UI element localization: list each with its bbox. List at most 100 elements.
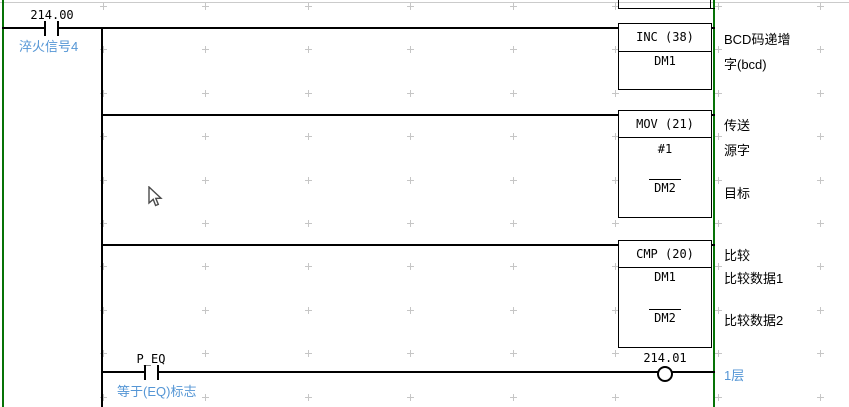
- grid-cross-mark: [714, 307, 722, 314]
- grid-cross-mark: [202, 307, 209, 314]
- grid-cross-mark: [817, 350, 824, 357]
- grid-cross-mark: [407, 263, 414, 270]
- grid-cross-mark: [304, 220, 312, 227]
- grid-cross-mark: [509, 220, 517, 227]
- branch-line: [101, 27, 103, 407]
- rung3-line: [101, 244, 618, 246]
- grid-cross-mark: [612, 394, 619, 401]
- grid-cross-mark: [714, 90, 722, 97]
- grid-cross-mark: [304, 133, 312, 140]
- grid-cross-mark: [509, 263, 517, 270]
- coil-address[interactable]: 214.01: [643, 351, 687, 365]
- grid-cross-mark: [304, 46, 312, 53]
- rung1-line-left: [2, 27, 44, 29]
- grid-cross-mark: [407, 350, 414, 357]
- inc-header[interactable]: INC (38): [619, 24, 711, 52]
- right-bus-bar: [713, 0, 715, 407]
- grid-cross-mark: [714, 263, 722, 270]
- mouse-cursor-icon: [148, 185, 164, 212]
- cmp-comment-line3: 比较数据2: [724, 313, 784, 328]
- grid-cross-mark: [714, 3, 722, 10]
- grid-cross-mark: [407, 3, 414, 10]
- mov-output-stub: [711, 114, 715, 116]
- grid-cross-mark: [304, 263, 312, 270]
- cmp-output-stub: [711, 244, 715, 246]
- inc-comment-line1: BCD码递增: [724, 32, 791, 47]
- grid-cross-mark: [612, 350, 619, 357]
- mov-operand-2[interactable]: DM2: [619, 179, 711, 195]
- grid-cross-mark: [714, 220, 722, 227]
- rung1-line-right: [59, 27, 618, 29]
- grid-cross-mark: [509, 90, 517, 97]
- cmp-comment-line2: 比较数据1: [724, 271, 784, 286]
- inc-operand-1[interactable]: DM1: [654, 54, 676, 68]
- grid-cross-mark: [817, 307, 824, 314]
- output-coil-214-01[interactable]: [657, 366, 673, 382]
- grid-cross-mark: [407, 394, 414, 401]
- inc-instruction-block[interactable]: INC (38) DM1: [618, 23, 712, 90]
- eq-contact-address[interactable]: P_EQ: [136, 352, 166, 366]
- left-bus-bar: [2, 0, 4, 407]
- grid-cross-mark: [407, 90, 414, 97]
- grid-cross-mark: [714, 46, 722, 53]
- previous-block-bottom-edge: [618, 8, 711, 9]
- eq-contact-comment: 等于(EQ)标志: [117, 384, 197, 399]
- grid-cross-mark: [202, 46, 209, 53]
- inc-comment-line2: 字(bcd): [724, 57, 767, 72]
- contact-comment: 淬火信号4: [19, 39, 79, 54]
- grid-cross-mark: [99, 3, 107, 10]
- grid-cross-mark: [202, 350, 209, 357]
- grid-cross-mark: [407, 46, 414, 53]
- top-separator-line: [0, 2, 849, 3]
- grid-cross-mark: [202, 263, 209, 270]
- mov-comment-line1: 传送: [724, 118, 751, 133]
- contact-bar-left: [44, 21, 46, 36]
- grid-cross-mark: [509, 3, 517, 10]
- grid-cross-mark: [817, 46, 824, 53]
- grid-cross-mark: [304, 177, 312, 184]
- cmp-operand-2[interactable]: DM2: [619, 309, 711, 325]
- cmp-header[interactable]: CMP (20): [619, 241, 711, 268]
- grid-cross-mark: [202, 90, 209, 97]
- grid-cross-mark: [714, 177, 722, 184]
- grid-cross-mark: [509, 177, 517, 184]
- grid-cross-mark: [817, 133, 824, 140]
- grid-cross-mark: [612, 90, 619, 97]
- contact-bar-right: [157, 365, 159, 380]
- grid-cross-mark: [407, 220, 414, 227]
- cmp-operand-1[interactable]: DM1: [654, 270, 676, 284]
- mov-comment-line2: 源字: [724, 143, 751, 158]
- grid-cross-mark: [407, 177, 414, 184]
- coil-comment: 1层: [724, 368, 745, 383]
- grid-cross-mark: [714, 394, 722, 401]
- grid-cross-mark: [509, 350, 517, 357]
- grid-cross-mark: [509, 46, 517, 53]
- previous-block-output-stub: [711, 8, 715, 9]
- grid-cross-mark: [817, 394, 824, 401]
- mov-header[interactable]: MOV (21): [619, 111, 711, 138]
- cmp-instruction-block[interactable]: CMP (20) DM1 DM2: [618, 240, 712, 348]
- grid-cross-mark: [304, 307, 312, 314]
- grid-cross-mark: [612, 220, 619, 227]
- grid-cross-mark: [714, 133, 722, 140]
- grid-cross-mark: [304, 350, 312, 357]
- rung4-line-left: [101, 371, 144, 373]
- mov-operand-1[interactable]: #1: [657, 142, 673, 156]
- grid-cross-mark: [509, 133, 517, 140]
- grid-cross-mark: [407, 133, 414, 140]
- inc-output-stub: [711, 27, 715, 29]
- grid-cross-mark: [407, 307, 414, 314]
- grid-cross-mark: [304, 394, 312, 401]
- grid-cross-mark: [817, 3, 824, 10]
- mov-comment-line3: 目标: [724, 186, 751, 201]
- grid-cross-mark: [202, 394, 209, 401]
- grid-cross-mark: [202, 177, 209, 184]
- contact-address[interactable]: 214.00: [30, 8, 74, 22]
- grid-cross-mark: [714, 350, 722, 357]
- grid-cross-mark: [202, 133, 209, 140]
- previous-block-left-edge: [618, 0, 619, 8]
- grid-cross-mark: [817, 220, 824, 227]
- grid-cross-mark: [304, 3, 312, 10]
- mov-instruction-block[interactable]: MOV (21) #1 DM2: [618, 110, 712, 218]
